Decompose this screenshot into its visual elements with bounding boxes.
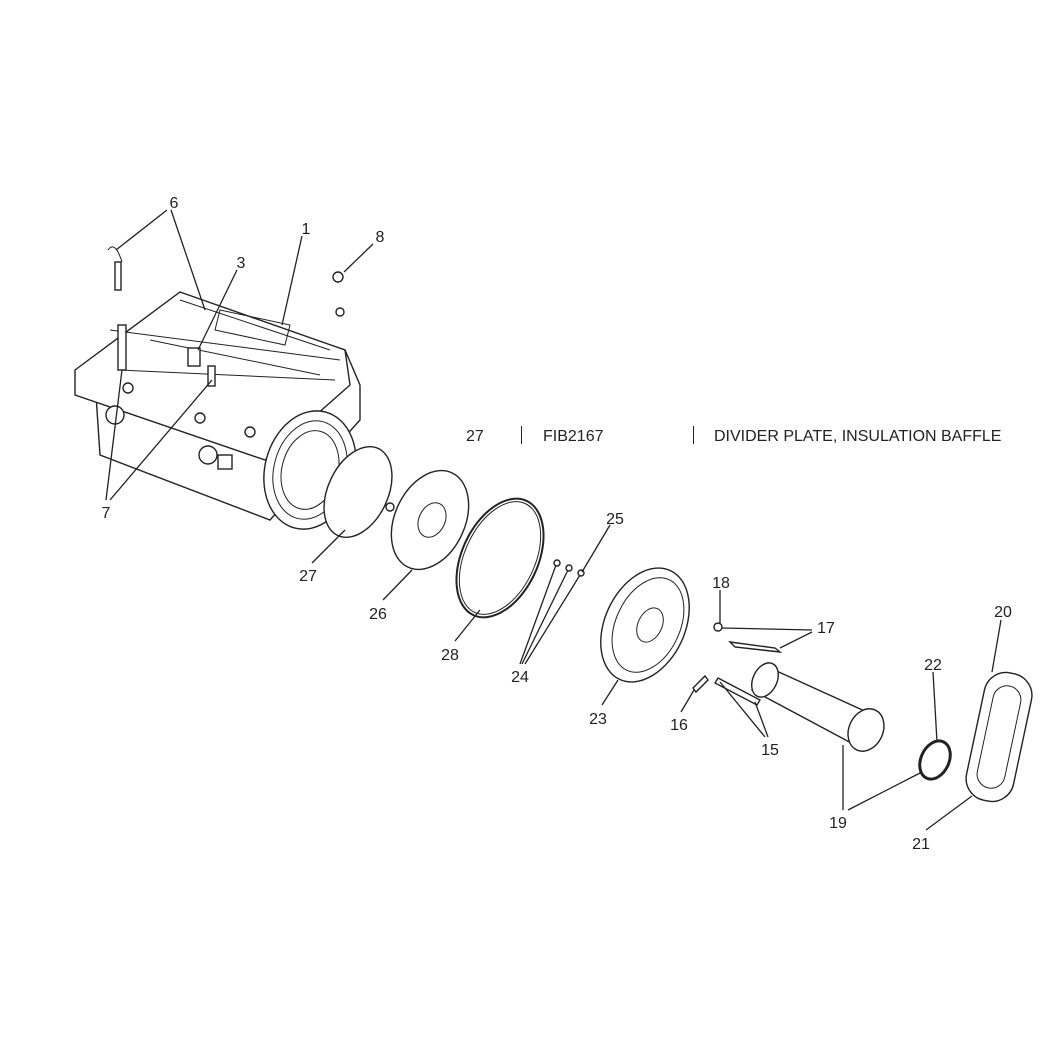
callout-17: 17 [817,620,835,637]
insulation-disc-26 [390,469,470,571]
sensor-probe [114,261,122,291]
gasket-18 [713,622,723,632]
callout-6: 6 [170,195,179,212]
callout-20: 20 [994,604,1012,621]
leader-lines [105,209,1002,831]
callout-15: 15 [761,742,779,759]
callout-18: 18 [712,575,730,592]
washer-24a [553,559,561,567]
callout-7: 7 [102,505,111,522]
bolt-7a [117,324,127,371]
gasket-22 [918,739,952,781]
heat-exchanger-body [74,291,361,530]
callout-25: 25 [606,511,624,528]
bolt-7b [207,365,216,387]
nut-8 [332,271,344,283]
sensor-wire [107,246,123,263]
callout-21: 21 [912,836,930,853]
washer-24b [565,564,573,572]
callout-27: 27 [299,568,317,585]
callout-23: 23 [589,711,607,728]
callout-16: 16 [670,717,688,734]
part-number: FIB2167 [543,428,604,445]
callout-1: 1 [302,221,311,238]
electrode-17 [728,641,783,653]
callout-22: 22 [924,657,942,674]
gasket-28 [455,497,545,619]
callout-26: 26 [369,606,387,623]
divider-plate-27 [323,445,393,539]
divider [521,426,522,444]
electrode-15 [714,677,761,706]
callout-24: 24 [511,669,529,686]
fitting-8b [335,307,345,317]
callout-3: 3 [237,255,246,272]
callout-28: 28 [441,647,459,664]
insulation-baffle-plug [385,502,395,512]
air-inlet-cover-20 [965,671,1033,803]
burner-tube-19 [750,662,885,752]
part-description: DIVIDER PLATE, INSULATION BAFFLE [714,428,1002,445]
fitting-3 [187,347,201,367]
bracket-16 [692,674,709,694]
part-ref: 27 [466,428,484,445]
callout-8: 8 [376,229,385,246]
callout-19: 19 [829,815,847,832]
burner-door-23 [600,567,690,683]
divider [693,426,694,444]
